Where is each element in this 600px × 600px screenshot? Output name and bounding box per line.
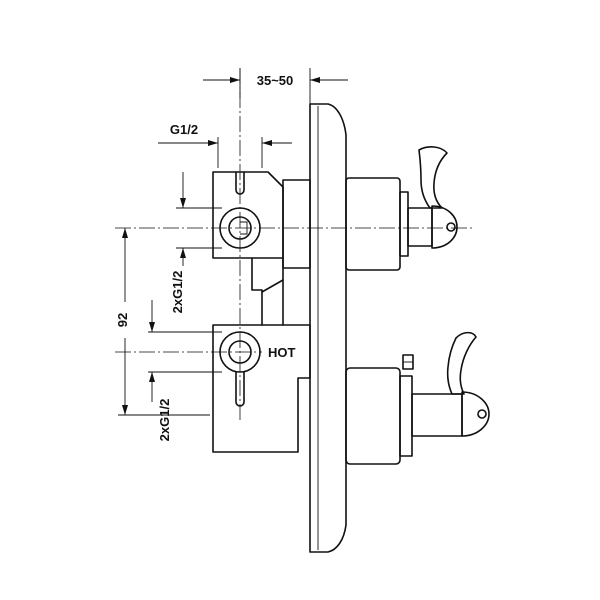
upper-handle-cap bbox=[446, 222, 456, 232]
lower-inlet-inner-circle bbox=[228, 340, 252, 364]
upper-inlet-outer-circle bbox=[219, 207, 261, 249]
lower-inlets-label: 2xG1/2 bbox=[157, 399, 172, 442]
body-neck-diagonal bbox=[261, 279, 284, 293]
top-slot bbox=[235, 171, 245, 195]
lower-inlet-outer-circle bbox=[219, 331, 261, 373]
upper-inlets-label: 2xG1/2 bbox=[170, 271, 185, 314]
lower-handle-knob bbox=[461, 391, 490, 437]
lower-handle-cap bbox=[477, 409, 487, 419]
lower-handle-lever bbox=[446, 331, 477, 395]
inlet-spacing-label: 92 bbox=[115, 313, 130, 327]
upper-handle-lever bbox=[418, 146, 448, 209]
upper-inlet-inner-circle bbox=[228, 216, 252, 240]
lower-outlet-slot bbox=[235, 371, 245, 407]
body-neck-left bbox=[251, 257, 263, 326]
upper-inlet-key bbox=[240, 221, 248, 235]
depth-range-label: 35~50 bbox=[257, 73, 294, 88]
top-thread-label: G1/2 bbox=[170, 122, 198, 137]
wall-plate bbox=[309, 103, 347, 553]
hot-marker-label: HOT bbox=[268, 345, 296, 360]
upper-handle-knob bbox=[431, 205, 458, 249]
